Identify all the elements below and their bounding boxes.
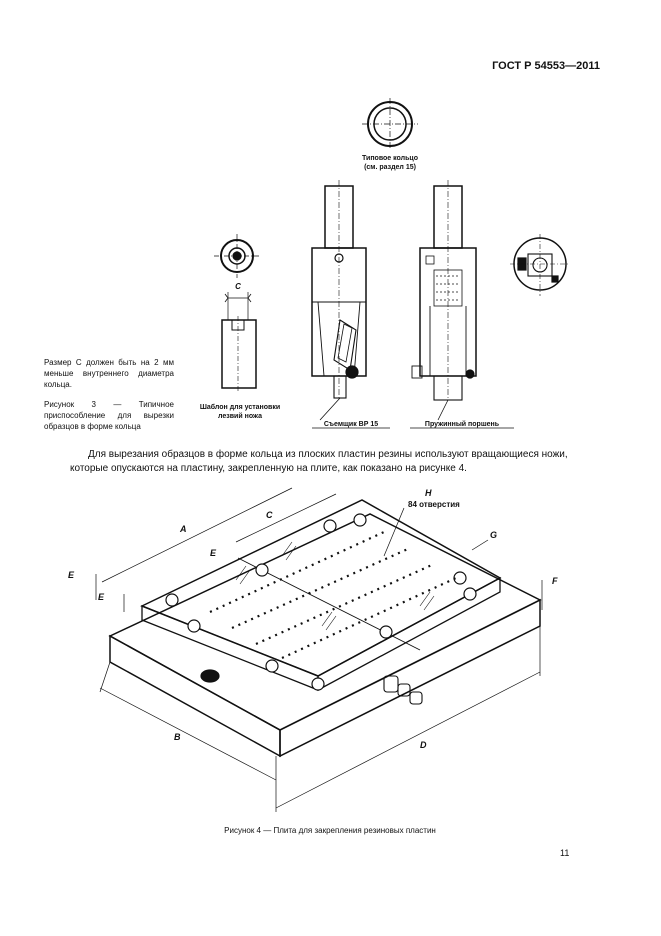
cutter-with-spring-piston (411, 180, 477, 421)
dim-f-label: F (552, 576, 558, 586)
cutter-detail-view (510, 234, 570, 296)
dim-a-label: A (180, 524, 187, 534)
piston-label: Пружинный поршень (424, 421, 500, 428)
template-side-view (221, 292, 257, 392)
dim-e-label-low: E (98, 592, 105, 602)
figure-3-drawing (214, 98, 570, 429)
figure4-caption: Рисунок 4 — Плита для закрепления резино… (224, 826, 436, 835)
bolt-heads (165, 513, 477, 691)
standard-number: ГОСТ Р 54553—2011 (492, 60, 600, 72)
ring-label: Типовое кольцо (см. раздел 15) (330, 154, 450, 172)
holes-h-label: H (425, 488, 432, 498)
hole-rows (209, 531, 457, 659)
body-paragraph: Для вырезания образцов в форме кольца из… (70, 449, 568, 474)
page-number: 11 (560, 848, 570, 858)
template-label: Шаблон для установки лезвий ножа (199, 404, 281, 420)
dim-c-label-fig4: C (266, 510, 273, 520)
dim-g-label: G (490, 530, 498, 540)
dim-c-label: C (235, 282, 241, 291)
figure3-caption: Рисунок 3 — Типичное приспособление для … (44, 400, 174, 431)
dimension-lines (95, 487, 543, 812)
figure3-note: Размер С должен быть на 2 мм меньше внут… (44, 358, 174, 389)
ring-label-ref: (см. раздел 15) (364, 164, 416, 171)
surface-hatching (235, 541, 435, 631)
cutter-with-ejector (311, 180, 367, 421)
base-plate (108, 513, 542, 758)
ejector-label: Съемщик ВР 15 (323, 421, 379, 428)
dim-e-label-top: E (210, 548, 217, 558)
side-connector (383, 675, 423, 705)
ring-label-title: Типовое кольцо (362, 155, 418, 162)
dim-d-label: D (420, 740, 427, 750)
dim-b-label: B (174, 732, 181, 742)
dim-e-label-left: E (68, 570, 75, 580)
template-top-view (214, 234, 260, 278)
typical-ring-drawing (362, 98, 418, 150)
holes-count-label: 84 отверстия (408, 500, 460, 509)
